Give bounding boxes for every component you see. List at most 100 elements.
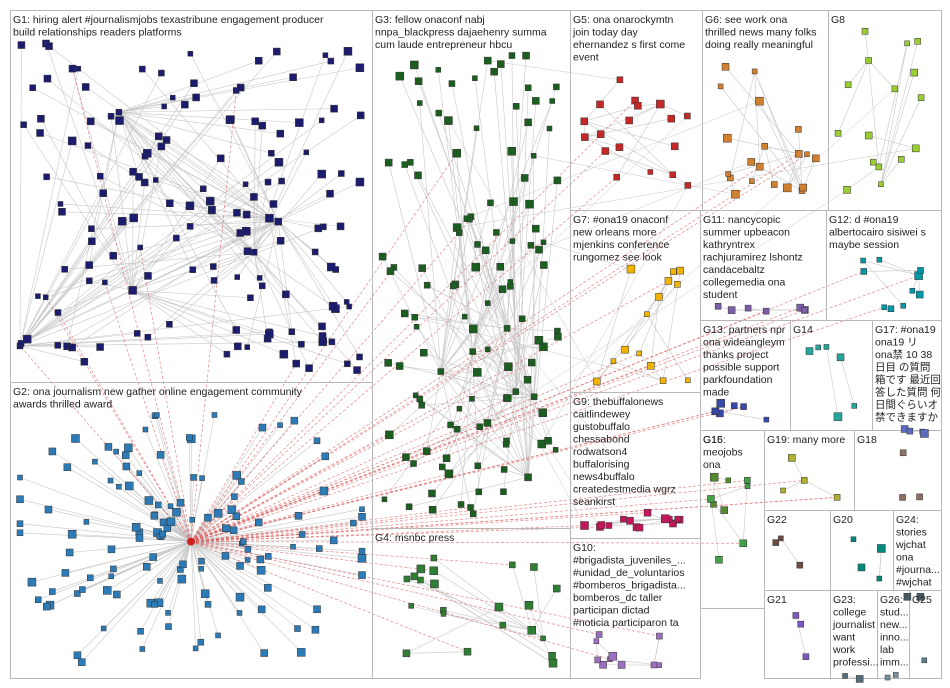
g6-node: [721, 63, 730, 71]
g3-node: [527, 242, 535, 249]
g1-node: [256, 275, 263, 281]
g6-node: [771, 181, 778, 188]
edge: [780, 538, 801, 566]
g21-node: [797, 620, 805, 628]
g1-node: [242, 210, 251, 219]
g20-label: G20: [833, 514, 853, 526]
g6-node: [751, 68, 758, 75]
inter-group-edge: [190, 498, 711, 542]
g3-node: [508, 52, 516, 59]
g8-label-line: G8: [831, 14, 845, 26]
edge: [145, 429, 192, 542]
g1-label: G1: hiring alert #journalismjobs texastr…: [13, 14, 324, 39]
g22-label-line: G22: [767, 514, 787, 526]
g1-node: [37, 114, 45, 123]
g2-node: [151, 601, 158, 608]
g8-node: [861, 28, 869, 35]
edge: [754, 71, 803, 191]
g2-node: [290, 544, 296, 550]
g3-node: [512, 103, 520, 110]
g14-label-line: G14: [793, 324, 813, 336]
g2-node: [264, 553, 272, 560]
inter-group-edge: [190, 176, 617, 542]
g17-node: [906, 427, 914, 435]
edge: [878, 43, 908, 168]
edge: [533, 155, 736, 195]
g1-node: [292, 359, 300, 368]
g2-node: [63, 463, 72, 471]
nodes-layer: [16, 28, 929, 683]
edge: [393, 267, 473, 352]
edge: [791, 457, 805, 481]
g3-node: [410, 60, 419, 70]
inter-group-edge: [190, 353, 640, 542]
g26-cell: [877, 590, 910, 679]
edge: [880, 41, 918, 185]
g10-label-line: bomberos_dc taller: [573, 592, 663, 604]
inter-group-edge: [190, 219, 471, 542]
g12-node: [915, 290, 924, 299]
g1-node: [115, 116, 124, 125]
g8-node: [843, 186, 851, 194]
g4-node: [540, 635, 546, 642]
g2-node: [204, 601, 212, 608]
g1-node: [338, 170, 345, 177]
g23-label-line: work: [832, 644, 856, 656]
g1-node: [311, 248, 319, 256]
g17-label-line: 箱です 最近回: [875, 373, 941, 386]
g5-node: [613, 173, 620, 181]
edge: [437, 69, 473, 352]
g16-label-line: G16: [703, 434, 723, 446]
inter-group-edge: [190, 512, 648, 542]
edge: [119, 120, 270, 219]
edge: [879, 259, 919, 276]
g13-node: [763, 416, 770, 423]
edge: [142, 68, 270, 219]
g24-node: [916, 593, 925, 601]
g3-node: [384, 359, 392, 367]
inter-group-edge: [190, 541, 600, 635]
g11-node: [714, 302, 722, 310]
edge: [742, 480, 748, 544]
g2-node: [44, 505, 53, 514]
g23-label-line: professi...: [833, 657, 879, 669]
g2-node: [232, 512, 241, 520]
g2-node: [139, 646, 146, 652]
g3-node: [428, 489, 436, 498]
g13-node: [712, 407, 720, 415]
edge: [118, 97, 173, 113]
g2-node: [100, 625, 107, 632]
edge: [629, 103, 661, 121]
g1-node: [97, 172, 104, 180]
g4-node: [408, 603, 414, 609]
g3-node: [395, 71, 405, 81]
edge: [427, 284, 508, 329]
g2-hub-node: [187, 537, 195, 546]
g3-node: [535, 245, 543, 254]
g3-node: [444, 469, 454, 479]
edge: [863, 260, 919, 276]
g3-node: [469, 510, 477, 518]
edge: [278, 181, 361, 222]
g8-node: [904, 40, 910, 47]
edge: [269, 51, 349, 219]
edge: [118, 112, 270, 219]
g1-node: [208, 205, 216, 214]
g8-label: G8: [831, 14, 845, 26]
edge: [384, 328, 508, 500]
edge: [448, 396, 535, 475]
g1-node: [58, 208, 66, 216]
g6-node: [749, 178, 755, 184]
g26-label-line: inno...: [880, 632, 909, 644]
edge: [417, 175, 535, 397]
g9-node: [580, 521, 589, 530]
g2-node: [319, 486, 329, 496]
g21-node: [792, 612, 800, 619]
g1-node: [139, 65, 146, 73]
edge: [156, 414, 192, 542]
g1-node: [353, 366, 361, 374]
g3-node: [414, 77, 423, 85]
edge: [584, 136, 651, 173]
edge: [440, 100, 553, 372]
g3-node: [553, 83, 560, 91]
